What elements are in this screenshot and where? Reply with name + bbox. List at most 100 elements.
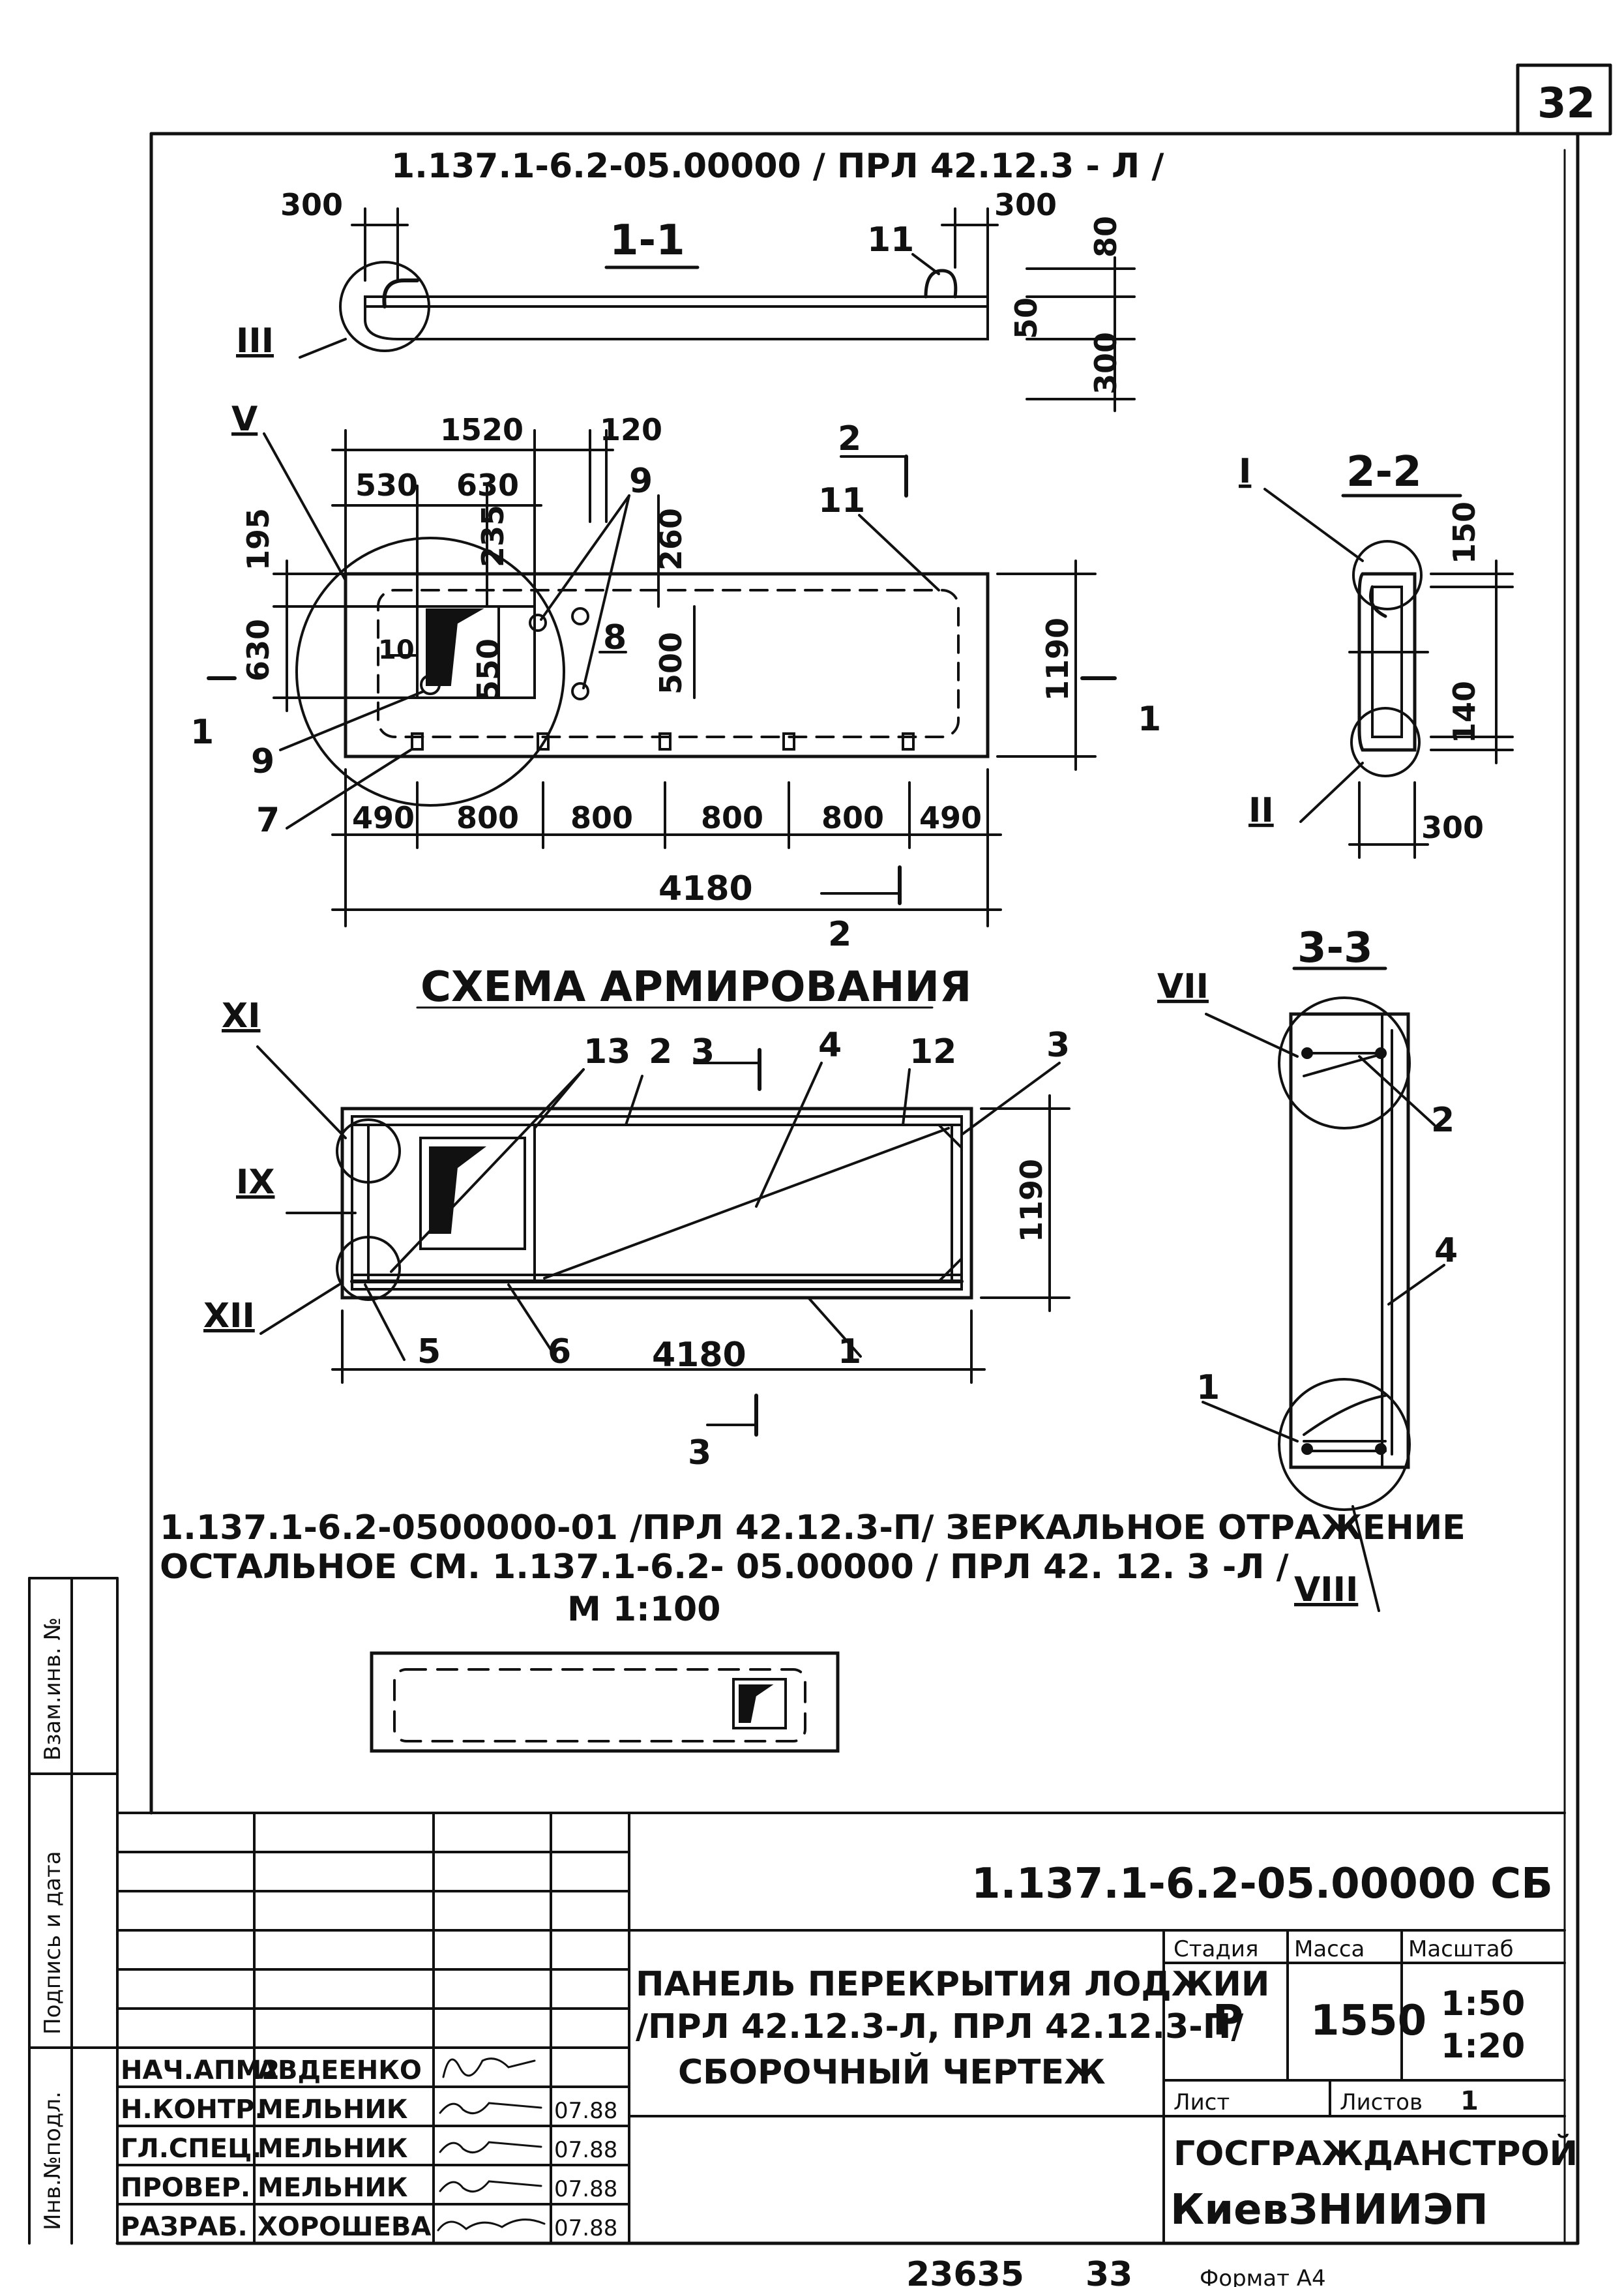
dim-300-vertical: 300: [1088, 332, 1123, 395]
org-name-2: КиевЗНИИЭП: [1170, 2186, 1488, 2234]
title-block: [116, 1812, 1566, 2245]
total-length-4180: 4180: [658, 869, 753, 908]
row-2-role: ГЛ.СПЕЦ.: [121, 2134, 261, 2164]
row-3-name: МЕЛЬНИК: [258, 2173, 408, 2203]
stage-label: Стадия: [1174, 1936, 1258, 1962]
dim-500: 500: [653, 632, 688, 695]
callout-11-section: 11: [867, 220, 914, 260]
sheet-label: Лист: [1174, 2089, 1230, 2115]
cut-2-top: 2: [838, 419, 861, 458]
callout-6: 6: [548, 1332, 571, 1371]
side-inv-podl: Инв.№подл.: [40, 2091, 66, 2230]
callout-5: 5: [417, 1332, 441, 1371]
spacing-1: 800: [456, 800, 519, 835]
node-IX-label: IX: [236, 1163, 274, 1202]
row-1-name: МЕЛЬНИК: [258, 2095, 408, 2125]
dim-80: 80: [1088, 216, 1123, 258]
bottom-stamp-number: 23635: [906, 2255, 1024, 2287]
title-block-code: 1.137.1-6.2-05.00000 СБ: [971, 1860, 1553, 1908]
callout-2-section33: 2: [1431, 1101, 1454, 1140]
spacing-5: 490: [919, 800, 982, 835]
callout-3-cut: 3: [691, 1032, 715, 1071]
dim-530: 530: [355, 468, 418, 503]
row-2-name: МЕЛЬНИК: [258, 2134, 408, 2164]
dim-50: 50: [1009, 297, 1044, 339]
signature-rows: НАЧ.АПМ2 АВДЕЕНКО Н.КОНТР. МЕЛЬНИК 07.88…: [121, 2055, 617, 2242]
side-stamp: [28, 1577, 119, 2245]
row-4-role: РАЗРАБ.: [121, 2212, 248, 2242]
section-2-2-title: 2-2: [1346, 448, 1422, 496]
node-VIII-label: VIII: [1294, 1570, 1358, 1609]
dim-195: 195: [241, 508, 276, 571]
mass-value: 1550: [1310, 1997, 1426, 2045]
format-label: Формат А4: [1200, 2265, 1326, 2287]
sheets-count: 1: [1460, 2086, 1479, 2116]
node-V-label: V: [231, 400, 258, 439]
side-podpis: Подпись и дата: [40, 1851, 66, 2035]
callout-1-section33: 1: [1196, 1368, 1220, 1407]
section-3-3: [1202, 966, 1445, 1612]
sheets-label: Листов: [1340, 2089, 1423, 2115]
title-line-2: /ПРЛ 42.12.3-Л, ПРЛ 42.12.3-П/: [636, 2007, 1243, 2046]
reinforcement-title: СХЕМА АРМИРОВАНИЯ: [421, 963, 971, 1011]
reinforcement-scheme: [256, 1006, 1070, 1437]
row-0-name: АВДЕЕНКО: [258, 2055, 422, 2085]
callout-7: 7: [256, 801, 280, 840]
node-XI-label: XI: [222, 996, 260, 1036]
section-2-2: [1263, 488, 1514, 859]
bottom-page-number: 33: [1085, 2255, 1132, 2287]
scale-value-2: 1:20: [1441, 2027, 1525, 2066]
sheet-number: 32: [1537, 80, 1595, 128]
dim-300-left: 300: [280, 187, 343, 222]
callout-9a: 9: [629, 462, 653, 501]
row-3-role: ПРОВЕР.: [121, 2173, 250, 2203]
row-1-date: 07.88: [554, 2098, 617, 2124]
row-4-name: ХОРОШЕВА: [258, 2212, 431, 2242]
callout-8: 8: [603, 618, 627, 657]
dim-630: 630: [456, 468, 519, 503]
row-0-role: НАЧ.АПМ2: [121, 2055, 280, 2085]
dim-1190-scheme: 1190: [1014, 1159, 1049, 1242]
callout-3-scheme: 3: [1046, 1026, 1070, 1065]
cut-3-bottom: 3: [688, 1433, 711, 1472]
scale-label: Масштаб: [1408, 1936, 1514, 1962]
dim-1520: 1520: [440, 412, 524, 447]
spacing-3: 800: [701, 800, 763, 835]
row-3-date: 07.88: [554, 2176, 617, 2202]
section-1-1: [299, 207, 1136, 412]
callout-1-scheme: 1: [838, 1332, 861, 1371]
callout-9b: 9: [251, 742, 274, 781]
callout-10: 10: [378, 635, 415, 665]
dim-150: 150: [1447, 501, 1482, 564]
cut-1-left: 1: [190, 713, 214, 752]
row-4-date: 07.88: [554, 2215, 617, 2241]
drawing-frame: [115, 63, 1612, 2245]
dim-630-vertical: 630: [241, 619, 276, 681]
dim-550: 550: [471, 638, 506, 701]
node-III-label: III: [236, 321, 274, 361]
callout-2-scheme: 2: [649, 1032, 672, 1071]
cut-2-bottom: 2: [828, 915, 851, 954]
cut-1-right: 1: [1138, 700, 1161, 739]
callout-4-section33: 4: [1434, 1231, 1458, 1270]
stage-value: Р: [1213, 1997, 1243, 2045]
mass-label: Масса: [1294, 1936, 1365, 1962]
dim-120: 120: [600, 412, 662, 447]
doc-code-top: 1.137.1-6.2-05.00000 / ПРЛ 42.12.3 - Л /: [391, 147, 1164, 186]
row-1-role: Н.КОНТР.: [121, 2095, 265, 2125]
dim-1190-plan: 1190: [1040, 618, 1075, 701]
note-scale: М 1:100: [567, 1590, 720, 1629]
dim-235: 235: [475, 505, 510, 567]
dim-140: 140: [1447, 681, 1482, 743]
section-3-3-title: 3-3: [1297, 924, 1373, 972]
spacing-2: 800: [570, 800, 633, 835]
plan-view: [207, 429, 1117, 927]
dim-4180-scheme: 4180: [652, 1336, 746, 1375]
mini-plan: [370, 1651, 840, 1753]
node-VII-label: VII: [1157, 967, 1209, 1006]
node-II-label: II: [1248, 791, 1274, 830]
org-name-1: ГОСГРАЖДАНСТРОЙ: [1174, 2134, 1578, 2174]
handwritten-signatures: [437, 2057, 546, 2232]
dim-300-section22: 300: [1421, 810, 1484, 845]
